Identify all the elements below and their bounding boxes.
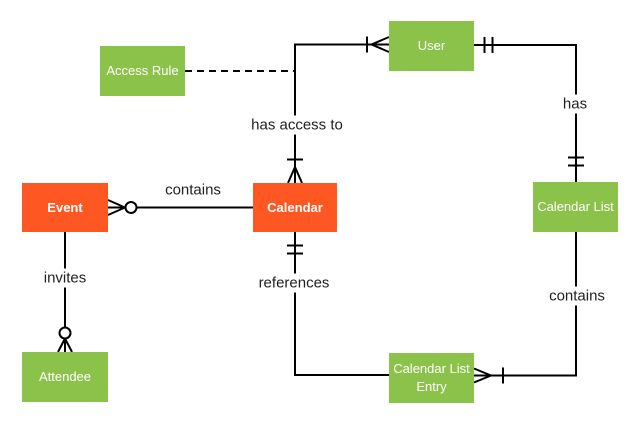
entity-access-rule: Access Rule [100,46,185,96]
connector-user-calendar-list [474,37,584,182]
double-bar-icon [568,156,584,167]
connector-calendar-entry [287,232,389,376]
relationship-label-references: references [255,273,333,293]
connector-calendar-user [287,36,390,184]
entity-calendar-list-entry: Calendar List Entry [389,353,474,403]
zero-circle-icon [58,326,72,340]
relationship-label-contains-event-calendar: contains [162,180,224,200]
crows-foot-icon [57,338,73,353]
crows-foot-icon [371,36,390,53]
crows-foot-icon [473,367,492,384]
connector-calendar-list-entry [473,232,577,384]
double-bar-icon [483,37,494,53]
crows-foot-icon [287,166,303,184]
relationship-label-contains-list: contains [546,286,608,306]
connector-event-calendar [107,199,253,216]
entity-calendar-list: Calendar List [533,182,618,232]
entity-user: User [389,21,474,71]
entity-event: Event [22,183,108,232]
relationship-label-invites: invites [40,268,90,288]
zero-circle-icon [124,201,138,214]
crows-foot-icon [107,199,126,216]
entity-attendee: Attendee [22,352,108,402]
connector-event-attendee [57,232,73,353]
relationship-label-has: has [559,94,591,114]
relationship-label-has-access-to: has access to [248,115,346,135]
double-bar-icon [287,244,303,255]
entity-calendar: Calendar [253,183,337,232]
